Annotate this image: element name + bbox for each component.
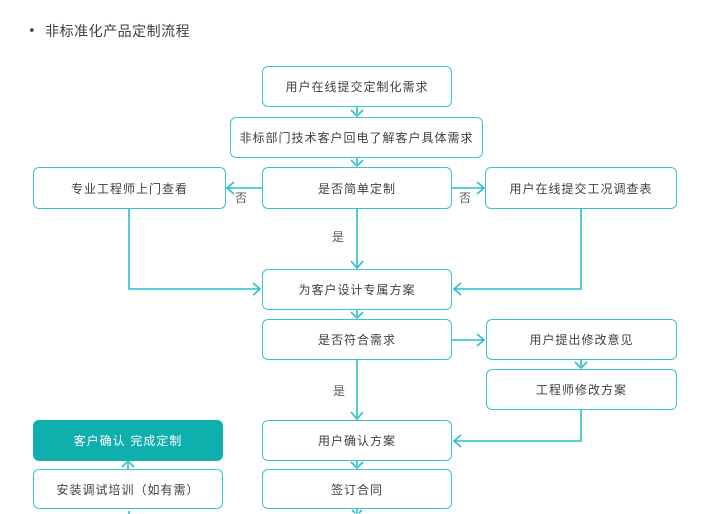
- node-install-training: 安装调试培训（如有需）: [33, 469, 223, 509]
- connector-visit-to-design: [128, 209, 262, 296]
- node-engineer-visit: 专业工程师上门查看: [33, 167, 226, 209]
- node-label: 工程师修改方案: [535, 383, 627, 397]
- connector-callback-to-decision: [350, 158, 364, 168]
- connector-feedback-to-revise: [574, 360, 588, 370]
- edge-label-no-left: 否: [235, 191, 248, 205]
- node-label: 用户在线提交工况调查表: [509, 181, 653, 196]
- node-label: 专业工程师上门查看: [70, 181, 188, 196]
- edge-label-yes-lower: 是: [333, 384, 346, 398]
- node-label: 用户提出修改意见: [529, 333, 634, 347]
- connector-confirm-to-contract: [350, 461, 364, 470]
- edge-label-yes-mid: 是: [332, 230, 345, 244]
- connector-design-to-fit: [350, 310, 364, 320]
- node-label: 安装调试培训（如有需）: [56, 482, 200, 497]
- connector-stub-center: [351, 509, 363, 514]
- node-confirm-done: 客户确认 完成定制: [33, 420, 223, 461]
- node-label: 签订合同: [330, 482, 383, 497]
- node-label: 为客户设计专属方案: [298, 283, 416, 297]
- node-feedback: 用户提出修改意见: [486, 319, 677, 360]
- node-sign-contract: 签订合同: [262, 469, 452, 509]
- node-label: 用户确认方案: [317, 434, 396, 448]
- node-confirm-plan: 用户确认方案: [262, 420, 452, 461]
- connector-survey-to-design: [452, 209, 582, 296]
- node-design-plan: 为客户设计专属方案: [262, 269, 452, 310]
- node-callback: 非标部门技术客户回电了解客户具体需求: [230, 117, 483, 158]
- node-label: 非标部门技术客户回电了解客户具体需求: [239, 131, 474, 145]
- bullet-icon: •: [28, 23, 37, 39]
- connector-submit-to-callback: [350, 107, 364, 118]
- node-label: 是否简单定制: [317, 181, 396, 196]
- connector-decision-to-design: [350, 209, 364, 270]
- connector-fit-to-feedback: [452, 333, 486, 347]
- node-label: 是否符合需求: [317, 333, 396, 347]
- page-title-text: 非标准化产品定制流程: [45, 24, 191, 40]
- connector-training-to-done: [121, 459, 135, 469]
- node-label: 用户在线提交定制化需求: [285, 80, 429, 94]
- connector-revise-to-confirm: [452, 410, 582, 448]
- node-submit-request: 用户在线提交定制化需求: [262, 66, 452, 107]
- node-simple-decision: 是否简单定制: [262, 167, 452, 209]
- connector-fit-to-confirm: [350, 360, 364, 421]
- node-fit-decision: 是否符合需求: [262, 319, 452, 360]
- edge-label-no-right: 否: [459, 191, 472, 205]
- node-survey-form: 用户在线提交工况调查表: [485, 167, 677, 209]
- node-revise-plan: 工程师修改方案: [486, 369, 677, 410]
- page-title: • 非标准化产品定制流程: [28, 21, 190, 41]
- node-label: 客户确认 完成定制: [73, 434, 183, 448]
